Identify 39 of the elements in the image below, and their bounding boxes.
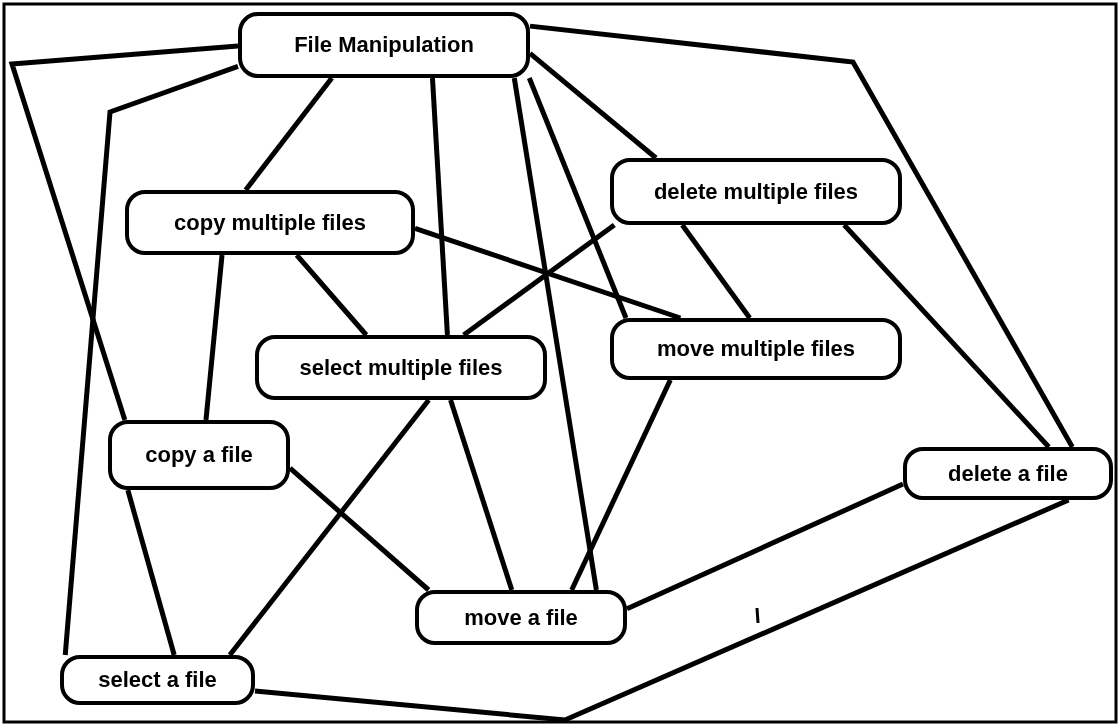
connector-line: [203, 254, 225, 421]
node-label: delete multiple files: [653, 178, 859, 205]
connector-line: [414, 226, 682, 321]
connector-line: [569, 378, 673, 592]
connector-line: [680, 223, 752, 320]
rounded-box: [255, 335, 547, 400]
rounded-box: [108, 420, 290, 490]
connector-line: [842, 223, 1051, 449]
connector-line: [448, 399, 515, 591]
node-label: delete a file: [948, 460, 1068, 487]
rounded-box: [238, 12, 530, 78]
node-label: copy multiple files: [174, 209, 366, 236]
node-label: move a file: [464, 604, 578, 631]
rounded-box: [60, 655, 255, 705]
node-label: move multiple files: [656, 336, 856, 362]
connector-line: [429, 77, 450, 336]
rounded-box: [125, 190, 415, 255]
node-label: copy a file: [145, 442, 253, 468]
connector-line: [625, 481, 905, 612]
node-label: select a file: [98, 667, 217, 693]
connector-line: [288, 466, 431, 592]
node-label: File Manipulation: [294, 32, 474, 58]
connector-line: [8, 43, 239, 421]
rounded-box: [610, 318, 902, 380]
connector-line: [528, 51, 658, 160]
connector-line: [462, 223, 616, 337]
rounded-box: [903, 447, 1113, 500]
node-label: select multiple files: [299, 354, 503, 381]
rounded-box: [415, 590, 627, 645]
rounded-box: [610, 158, 902, 225]
connector-line: [526, 77, 629, 319]
connector-line: [243, 76, 334, 192]
connector-line: [254, 497, 1070, 723]
connector-line: [529, 23, 1075, 449]
connector-line: [511, 77, 599, 591]
connector-line: [227, 398, 431, 657]
connector-line: [62, 63, 239, 656]
connector-line: [294, 253, 369, 337]
connector-line: [125, 489, 177, 656]
